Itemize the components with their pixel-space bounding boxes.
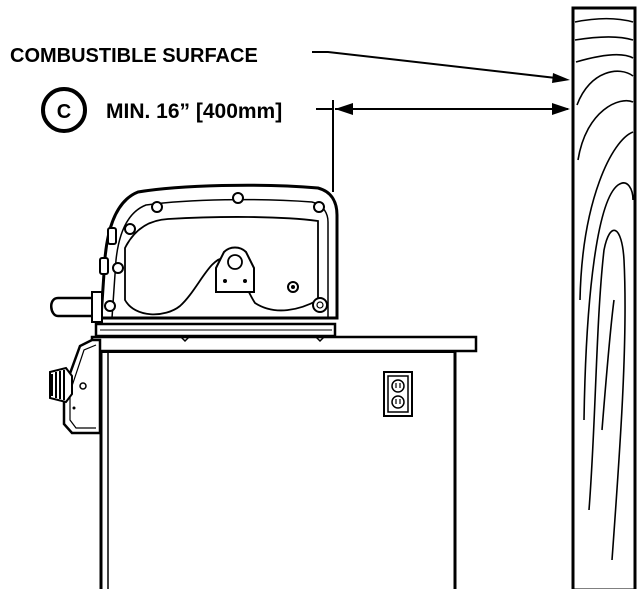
surface-leader-arrowhead (552, 73, 570, 83)
clearance-arrowhead-right (552, 103, 570, 115)
cabinet (90, 335, 478, 589)
grill (49, 183, 339, 435)
grill-lid (99, 183, 339, 320)
grill-handle (50, 291, 103, 323)
clearance-label: MIN. 16” [400mm] (106, 100, 282, 123)
marker-c-letter: C (57, 101, 71, 123)
lid-screws (104, 192, 325, 312)
combustible-wall (571, 6, 637, 589)
surface-leader-line (312, 51, 557, 79)
hinge-bracket (215, 246, 255, 293)
countertop (90, 335, 478, 353)
control-knob-icon (49, 366, 73, 404)
clearance-arrowhead-left (335, 103, 353, 115)
duplex-outlet-icon (383, 371, 413, 417)
marker-c: C (41, 87, 87, 133)
combustible-surface-label: COMBUSTIBLE SURFACE (10, 45, 258, 67)
wood-grain (574, 17, 634, 561)
